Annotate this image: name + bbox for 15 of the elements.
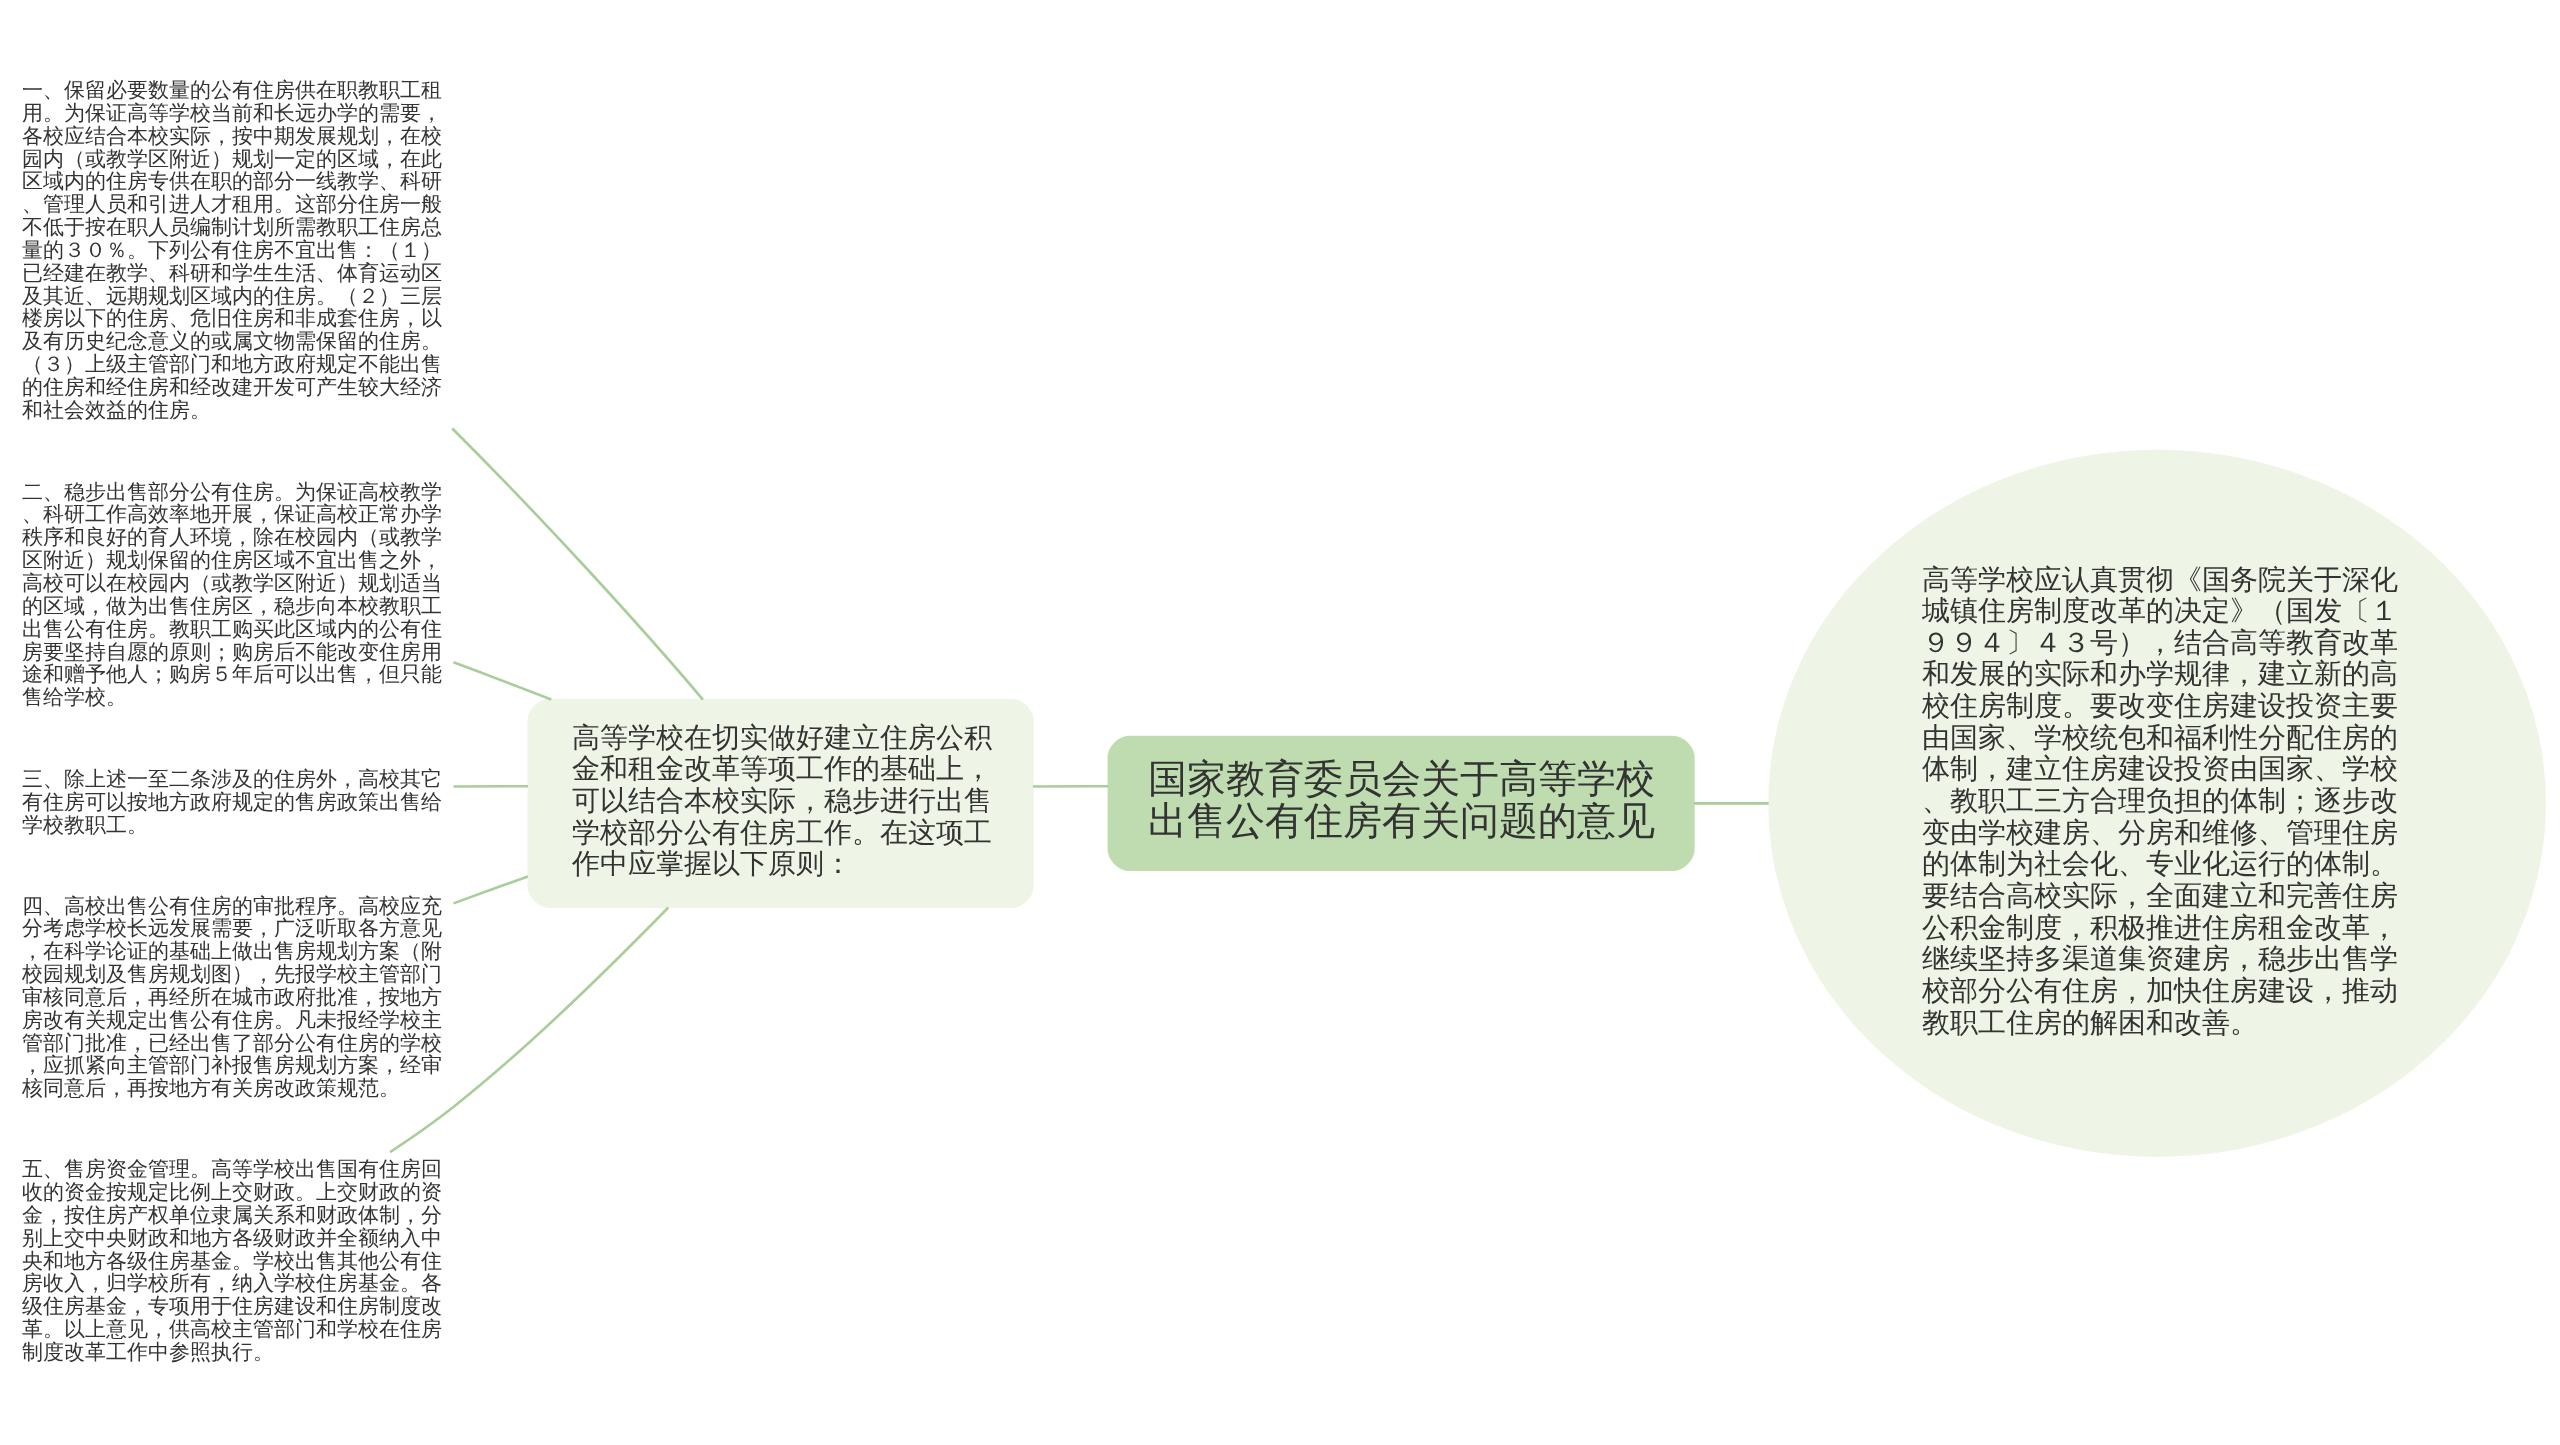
node-box: 国家教育委员会关于高等学校出售公有住房有关问题的意见 bbox=[1107, 735, 1695, 872]
connector bbox=[453, 661, 552, 701]
connector bbox=[389, 906, 670, 1154]
connector bbox=[453, 784, 528, 788]
connector bbox=[1032, 784, 1109, 788]
node-text: 五、售房资金管理。高等学校出售国有住房回收的资金按规定比例上交财政。上交财政的资金，按住房产权单位隶属关系和财政体制，分别上交中央财政和地方各级财政并全额纳入中央和地方各级住房基金。学校出售其他公有住房收入，归学校所有，纳入学校住房基金。各级住房基金，专项用于住房建设和住房制度改革。以上意见，供高校主管部门和学校在住房制度改革工作中参照执行。 bbox=[22, 1156, 443, 1364]
connector bbox=[453, 875, 529, 905]
node-text: 三、除上述一至二条涉及的住房外，高校其它有住房可以按地方政府规定的售房政策出售给学校教职工。 bbox=[22, 765, 443, 837]
node-text: 一、保留必要数量的公有住房供在职教职工租用。为保证高等学校当前和长远办学的需要，各校应结合本校实际，按中期发展规划，在校园内（或教学区附近）规划一定的区域，在此区域内的住房专供在职的部分一线教学、科研、管理人员和引进人才租用。这部分住房一般不低于按在职人员编制计划所需教职工住房总量的３０％。下列公有住房不宜出售：（１）已经建在教学、科研和学生生活、体育运动区及其近、远期规划区域内的住房。（２）三层楼房以下的住房、危旧住房和非成套住房，以及有历史纪念意义的或属文物需保留的住房。（３）上级主管部门和地方政府规定不能出售的住房和经住房和经改建开发可产生较大经济和社会效益的住房。 bbox=[22, 76, 443, 422]
node-text: 二、稳步出售部分公有住房。为保证高校教学、科研工作高效率地开展，保证高校正常办学秩序和良好的育人环境，除在校园内（或教学区附近）规划保留的住房区域不宜出售之外，高校可以在校园内（或教学区附近）规划适当的区域，做为出售住房区，稳步向本校教职工出售公有住房。教职工购买此区域内的公有住房要坚持自愿的原则；购房后不能改变住房用途和赠予他人；购房５年后可以出售，但只能售给学校。 bbox=[22, 478, 443, 710]
connector bbox=[1693, 802, 1769, 805]
connector bbox=[451, 427, 704, 701]
node-circle: 高等学校应认真贯彻《国务院关于深化城镇住房制度改革的决定》（国发〔１９９４〕４３号），结合高等教育改革和发展的实际和办学规律，建立新的高校住房制度。要改变住房建设投资主要由国家、学校统包和福利性分配住房的体制，建立住房建设投资由国家、学校、教职工三方合理负担的体制；逐步改变由学校建房、分房和维修、管理住房的体制为社会化、专业化运行的体制。要结合高校实际，全面建立和完善住房公积金制度，积极推进住房租金改革，继续坚持多渠道集资建房，稳步出售学校部分公有住房，加快住房建设，推动教职工住房的解困和改善。 bbox=[1768, 449, 2546, 1157]
node-text: 四、高校出售公有住房的审批程序。高校应充分考虑学校长远发展需要，广泛听取各方意见，在科学论证的基础上做出售房规划方案（附校园规划及售房规划图），先报学校主管部门审核同意后，再经所在城市政府批准，按地方房改有关规定出售公有住房。凡未报经学校主管部门批准，已经出售了部分公有住房的学校，应抓紧向主管部门补报售房规划方案，经审核同意后，再按地方有关房改政策规范。 bbox=[22, 892, 443, 1101]
node-box: 高等学校在切实做好建立住房公积金和租金改革等项工作的基础上，可以结合本校实际，稳步进行出售学校部分公有住房工作。在这项工作中应掌握以下原则： bbox=[527, 698, 1034, 908]
